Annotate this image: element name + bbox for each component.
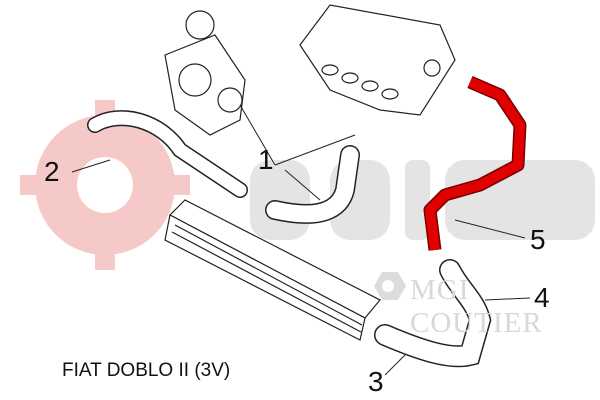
- intercooler: [164, 199, 381, 341]
- intake-manifold: [299, 4, 456, 116]
- hose-1-fill: [266, 146, 359, 223]
- brand-logo-gear: [20, 100, 190, 270]
- hose-3-4-fill: [375, 260, 490, 366]
- turbocharger: [164, 10, 246, 136]
- callout-3: 3: [368, 366, 384, 397]
- hose-2-fill: [88, 111, 247, 197]
- vehicle-title: FIAT DOBLO II (3V): [62, 360, 231, 381]
- callout-5: 5: [530, 224, 546, 255]
- leader-lines: [71, 104, 531, 376]
- partner-logo-icon: [374, 272, 406, 300]
- partner-logo-text: MGI COUTIER: [410, 274, 543, 339]
- callout-2: 2: [44, 156, 60, 187]
- pipe-5-highlighted: [425, 77, 525, 251]
- callout-1: 1: [258, 144, 274, 175]
- callout-4: 4: [534, 282, 550, 313]
